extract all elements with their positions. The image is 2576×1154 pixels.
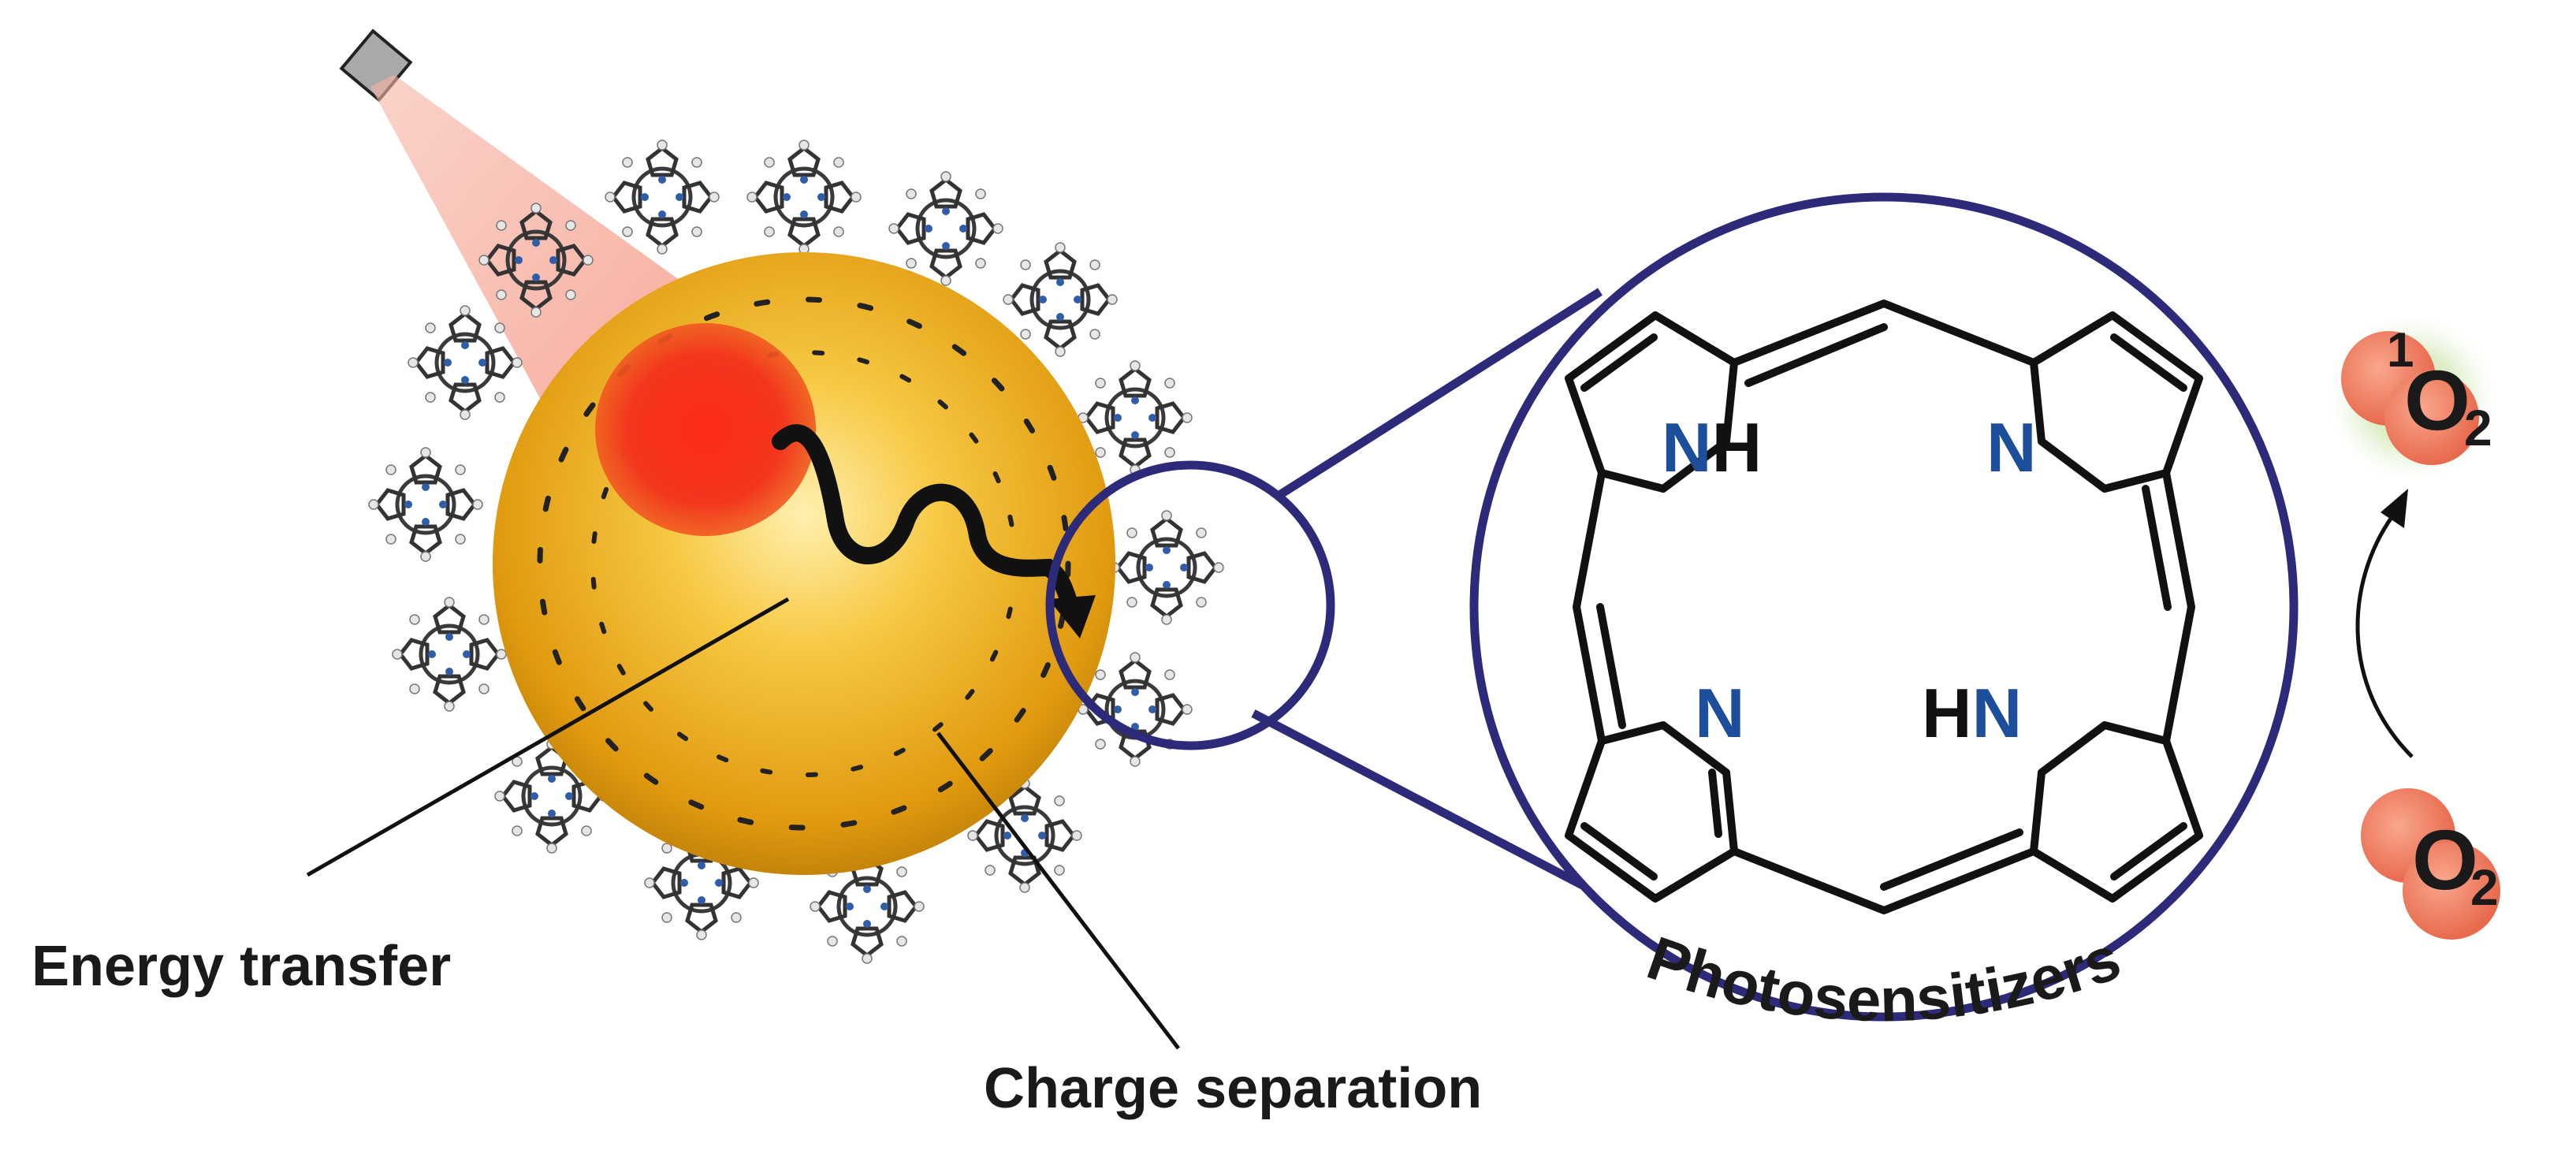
porphyrin-structure [1565, 300, 2203, 914]
ground-oxygen-subscript: 2 [2470, 859, 2499, 916]
singlet-superscript: 1 [2387, 323, 2414, 378]
n-top-label: N [1986, 408, 2037, 486]
n-bottom-label: N [1695, 674, 1745, 752]
hn-bottom-label: HN [1922, 674, 2022, 752]
zoom-connector-bottom [1251, 709, 1610, 903]
nh-top-label: NH [1662, 408, 1762, 486]
reaction-arrow [2355, 515, 2414, 758]
charge-separation-label: Charge separation [984, 1057, 1482, 1120]
excitation-spot [595, 323, 816, 536]
zoom-detail-circle [1469, 192, 2299, 1022]
singlet-oxygen-atom-2 [2384, 370, 2479, 465]
negative-charge-ring [537, 296, 1071, 831]
ground-oxygen-symbol: O [2412, 812, 2478, 907]
energy-transfer-label: Energy transfer [32, 935, 451, 998]
singlet-oxygen-symbol: O [2404, 352, 2470, 448]
ground-oxygen-atom-2 [2403, 842, 2500, 940]
energy-transfer-arrow [772, 424, 1077, 608]
energy-transfer-pointer [306, 597, 790, 877]
zoom-source-circle [1045, 460, 1335, 750]
arrow-head [1048, 595, 1096, 638]
charge-separation-pointer [936, 731, 1180, 1050]
reaction-arrow-head [2381, 489, 2408, 528]
zoom-connector-top [1275, 288, 1603, 501]
singlet-oxygen-subscript: 2 [2464, 400, 2492, 456]
